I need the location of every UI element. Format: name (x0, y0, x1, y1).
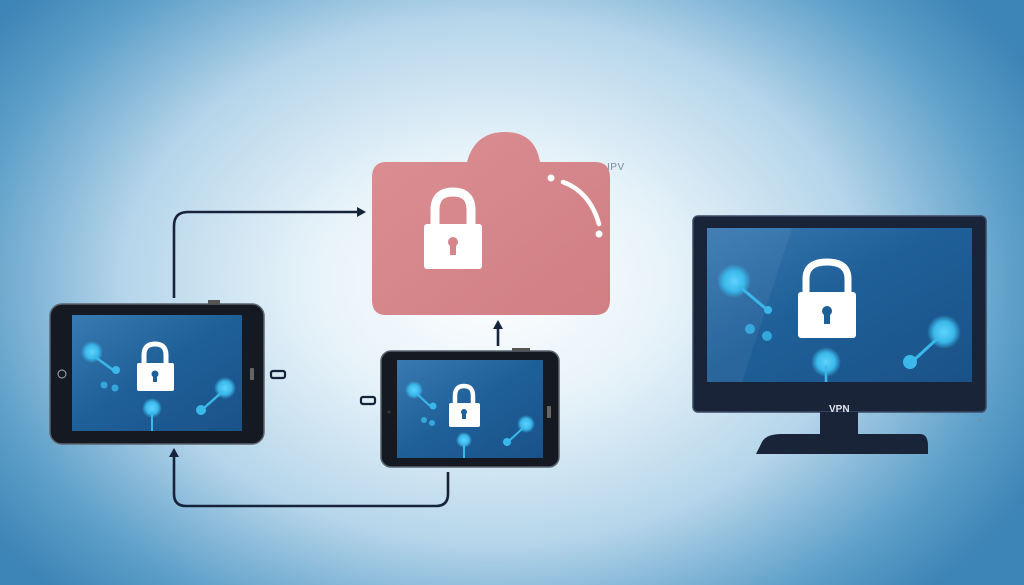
tablet-left (48, 300, 268, 446)
arrow-tablet-left-to-server (172, 207, 366, 298)
padlock-icon (424, 187, 482, 269)
padlock-icon (798, 258, 856, 338)
tablet-middle (380, 348, 562, 470)
vpn-server (370, 130, 615, 318)
connector-glyph (359, 395, 377, 406)
monitor-right (692, 214, 988, 460)
padlock-icon (137, 341, 174, 391)
arrow-tablet-middle-to-tablet-left (169, 448, 450, 508)
signal-icon (547, 174, 603, 238)
connector-glyph (269, 369, 287, 380)
server-label: IPV (607, 162, 625, 173)
monitor-label: VPN (829, 404, 850, 415)
padlock-icon (449, 383, 480, 427)
